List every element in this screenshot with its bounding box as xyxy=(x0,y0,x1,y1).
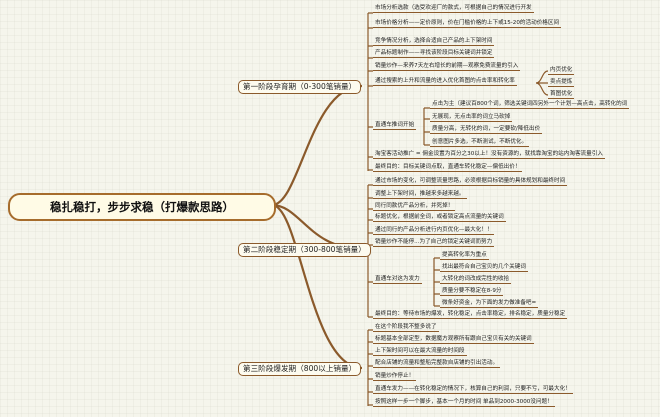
phase2-item[interactable]: 最终目的：等待市场的爆发，转化稳定，点击率稳定，排名稳定，质量分稳定 xyxy=(373,311,568,319)
car2-item[interactable]: 微条好资金，为下面的发力做准备吧= xyxy=(440,300,539,308)
car2-item[interactable]: 大转化的词改成完性的收拾 xyxy=(440,276,512,284)
phase1-item[interactable]: 最终目的：目标关键词点取，直通车转化稳定—偏低出价！ xyxy=(373,164,523,172)
optimize-item[interactable]: 内页优化 xyxy=(548,67,575,75)
phase1-item[interactable]: 产品标题制作——寻找该阶段目标关键词并锁定 xyxy=(373,50,495,58)
phase-2-node[interactable]: 第二阶段稳定期（300-800笔销量） xyxy=(238,243,371,257)
car2-item[interactable]: 质量分要不稳定在8-9分 xyxy=(440,288,504,296)
car-item[interactable]: 点击为主（建议百800个词，筛选关键词四另外一个计划—高点击，高转化的词 xyxy=(430,101,630,109)
optimize-item[interactable]: 首图优化 xyxy=(548,91,575,99)
phase1-item[interactable]: 淘宝客活动推广 = 佣金设置为百分之30以上！没有资源的，就找靠淘宝的站内淘客流… xyxy=(373,151,605,159)
phase3-item[interactable]: 配合店铺的流量和整船完整款自店铺的引出活动。 xyxy=(373,360,501,368)
phase3-item[interactable]: 销量炒作停止！ xyxy=(373,373,417,381)
phase1-item[interactable]: 通过搜索的上升和流量的进入优化首图的点击率和转化率 xyxy=(373,78,517,86)
phase3-item[interactable]: 按照这样一步一个脚步，基本一个月的时间 单品到2000-3000没问题！ xyxy=(373,399,555,407)
phase2-item[interactable]: 通过市场的变化，可调整流量思路，必须根据目标销量的具体规划和最终时间 xyxy=(373,178,568,186)
phase2-car-node[interactable]: 直通车对这为发力 xyxy=(373,276,422,284)
phase3-item[interactable]: 直通车发力——在转化稳定的情况下，核算自己的利润，只要不亏，可最大化！ xyxy=(373,386,573,394)
phase2-item[interactable]: 销量炒作不能停...为了自己的锁定关键词而努力 xyxy=(373,239,495,247)
car2-item[interactable]: 提高转化率为重点 xyxy=(440,252,489,260)
optimize-item[interactable]: 卖点提炼 xyxy=(548,79,575,87)
car-item[interactable]: 质量分高，无转化的词，一定要砍/降低出价 xyxy=(430,126,543,134)
phase1-item[interactable]: 销量炒作—来养7天左右增长的前期—观察免费流量的引入 xyxy=(373,63,521,71)
phase3-item[interactable]: 在这个阶段我不整多说了 xyxy=(373,324,439,332)
phase2-item[interactable]: 标题优化，根据前全词，或者锁定高点流量的关键词 xyxy=(373,214,506,222)
phase1-item[interactable]: 市场价格分析——定价原则，价在门槛价格的上下或15-20的活动价格区间 xyxy=(373,20,562,28)
phase2-item[interactable]: 通过同行的产品分析进行内页优化—最大化！！ xyxy=(373,227,495,235)
phase-1-node[interactable]: 第一阶段孕育期（0-300笔销量） xyxy=(238,80,362,94)
phase-3-node[interactable]: 第三阶段爆发期（800以上销量） xyxy=(238,362,362,376)
car2-item[interactable]: 找出最符合自己宝贝的几个关键词 xyxy=(440,264,528,272)
phase1-item[interactable]: 市场分析选款（选受欢迎厂的款式，可根据自己的情况进行开发 xyxy=(373,5,534,13)
car-item[interactable]: 无展现，无点击率的词立马砍掉 xyxy=(430,114,513,122)
car-item[interactable]: 创意图片多选，不断测试，不断优化。 xyxy=(430,139,530,147)
root-topic[interactable]: 稳扎稳打，步步求稳（打爆款思路） xyxy=(8,193,276,221)
phase3-item[interactable]: 标题基本全部定型，数据魔方观察所有跟自己宝贝有关的关键词 xyxy=(373,336,534,344)
phase1-car-node[interactable]: 直通车推词开始 xyxy=(373,122,417,130)
phase1-item[interactable]: 竞争情况分析，选择合适自己产品的上下架时间 xyxy=(373,38,495,46)
phase2-item[interactable]: 调整上下架时间，推越来多越来越。 xyxy=(373,191,467,199)
phase2-item[interactable]: 同行同款优产品分析，并死掉！ xyxy=(373,203,456,211)
phase3-item[interactable]: 上下架时间可以在最大流量的时间段 xyxy=(373,348,467,356)
